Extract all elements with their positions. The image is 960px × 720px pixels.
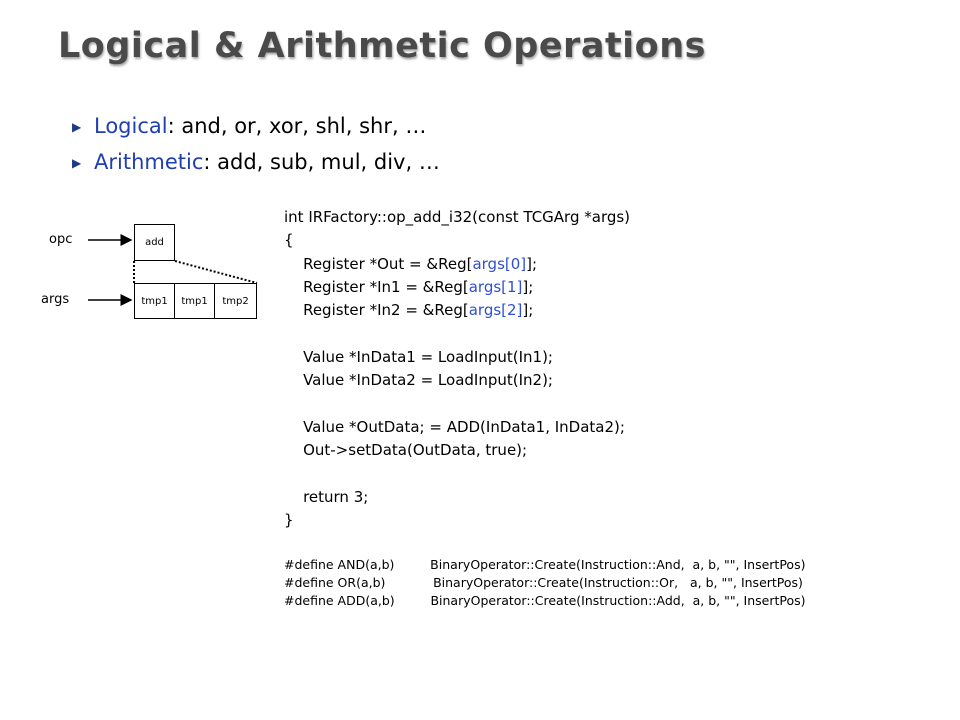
define-line: #define ADD(a,b) BinaryOperator::Create(… <box>284 593 806 608</box>
bullet-arrow-icon: ▶ <box>72 156 82 170</box>
dotted-right <box>174 260 258 284</box>
code-line: Out->setData(OutData, true); <box>284 440 528 459</box>
code-line: Value *InData1 = LoadInput(In1); <box>284 347 553 366</box>
code-line: Value *InData2 = LoadInput(In2); <box>284 371 553 390</box>
bullet-text: : and, or, xor, shl, shr, … <box>167 114 427 138</box>
define-line: #define AND(a,b) BinaryOperator::Create(… <box>284 557 806 572</box>
code-line: } <box>284 510 294 529</box>
opc-box: add <box>134 224 175 261</box>
code-text: ]; <box>522 301 534 320</box>
code-line: Value *OutData; = ADD(InData1, InData2); <box>284 417 625 436</box>
code-block: int IRFactory::op_add_i32(const TCGArg *… <box>284 206 630 532</box>
bullet-keyword: Arithmetic <box>94 150 204 174</box>
code-line: Register *Out = &Reg[args[0]]; <box>284 253 630 276</box>
code-line: return 3; <box>284 487 369 506</box>
code-line <box>284 322 630 345</box>
code-text: ]; <box>526 254 538 273</box>
code-line: int IRFactory::op_add_i32(const TCGArg *… <box>284 208 631 226</box>
code-text: ]; <box>522 277 534 296</box>
macro-defines: #define AND(a,b) BinaryOperator::Create(… <box>284 556 806 610</box>
code-highlight: args[2] <box>468 301 523 320</box>
bullet-text: : add, sub, mul, div, … <box>203 150 440 174</box>
code-highlight: args[1] <box>468 277 523 296</box>
bullet-arithmetic: ▶ Arithmetic: add, sub, mul, div, … <box>72 144 440 180</box>
opc-label: opc <box>49 232 73 247</box>
bullet-arrow-icon: ▶ <box>72 120 82 134</box>
code-text: Register *In2 = &Reg[ <box>284 301 469 320</box>
code-highlight: args[0] <box>472 254 527 273</box>
code-text: Register *In1 = &Reg[ <box>284 277 469 296</box>
bullet-keyword: Logical <box>94 114 168 138</box>
code-line <box>284 462 630 485</box>
code-line: { <box>284 231 294 250</box>
args-label: args <box>41 292 70 307</box>
code-line <box>284 392 630 415</box>
slide-title: Logical & Arithmetic Operations <box>58 26 706 66</box>
code-line: Register *In2 = &Reg[args[2]]; <box>284 299 630 322</box>
define-line: #define OR(a,b) BinaryOperator::Create(I… <box>284 575 803 590</box>
arg-cell: tmp1 <box>134 283 175 319</box>
code-line: Register *In1 = &Reg[args[1]]; <box>284 276 630 299</box>
arg-cell: tmp2 <box>214 283 257 319</box>
arg-cell: tmp1 <box>174 283 215 319</box>
bullet-logical: ▶ Logical: and, or, xor, shl, shr, … <box>72 108 440 144</box>
code-text: Register *Out = &Reg[ <box>284 254 473 273</box>
bullet-list: ▶ Logical: and, or, xor, shl, shr, … ▶ Ari… <box>72 108 440 180</box>
